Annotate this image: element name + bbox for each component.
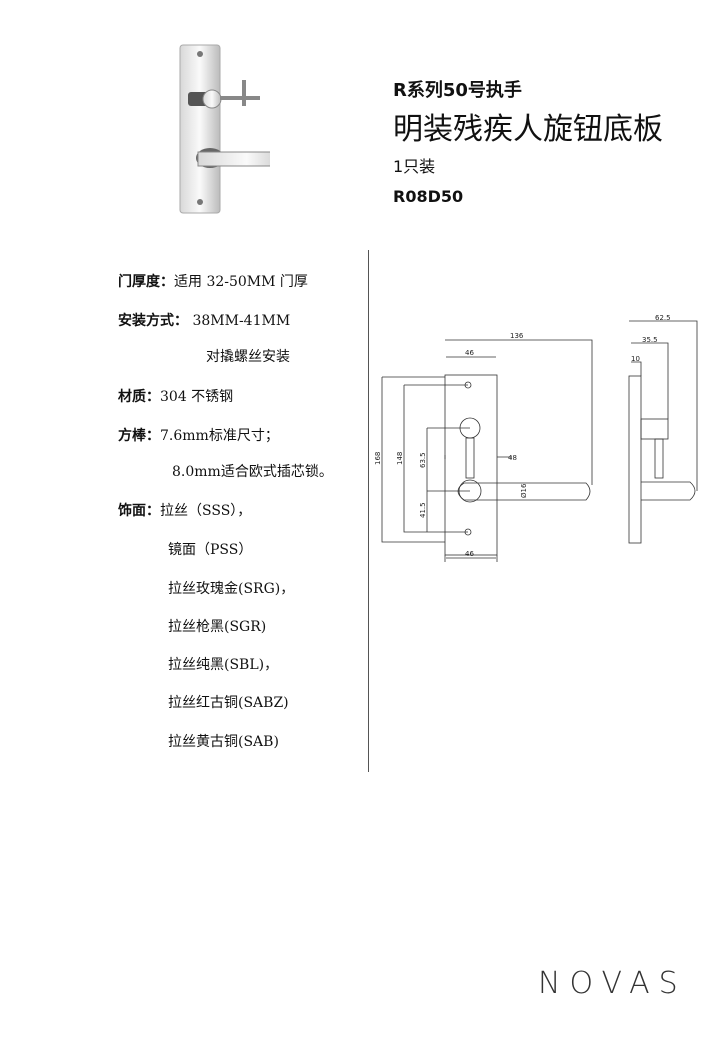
pack-quantity: 1只装 (393, 157, 436, 176)
spec-row: 材质：304 不锈钢 (118, 386, 233, 406)
spec-label: 方棒： (118, 428, 160, 444)
product-code: R08D50 (393, 187, 464, 206)
spec-label: 门厚度： (118, 274, 174, 290)
spec-value: 38MM-41MM (192, 313, 291, 329)
dim-148: 148 (396, 452, 404, 465)
divider (368, 250, 369, 772)
spec-row: 方棒：7.6mm标准尺寸； (118, 425, 279, 445)
spec-row: 8.0mm适合欧式插芯锁。 (172, 464, 333, 480)
dim-46-bottom: 46 (465, 550, 474, 558)
side-view (628, 320, 698, 544)
product-series: R系列50号执手 (393, 80, 522, 101)
dim-41-5: 41.5 (419, 502, 427, 518)
spec-label: 材质： (118, 389, 160, 405)
spec-value: 304 不锈钢 (160, 389, 234, 405)
dim-136: 136 (510, 332, 524, 340)
finish-item: 拉丝黄古铜(SAB) (168, 734, 279, 750)
spec-value: 7.6mm标准尺寸； (160, 428, 279, 444)
finish-item: 拉丝枪黑(SGR) (168, 619, 267, 635)
spec-value: 适用 32-50MM 门厚 (174, 274, 308, 290)
spec-row: 安装方式： 38MM-41MM (118, 310, 290, 330)
dim-35-5: 35.5 (642, 336, 658, 344)
dim-168: 168 (374, 452, 382, 465)
finish-item: 拉丝纯黑(SBL)， (168, 657, 279, 673)
spec-value: 拉丝（SSS）， (160, 503, 252, 519)
dim-10: 10 (631, 355, 640, 363)
spec-label: 饰面： (118, 503, 160, 519)
spec-row: 饰面：拉丝（SSS）， (118, 500, 251, 520)
dim-16-diameter: Ø16 (520, 483, 528, 498)
spec-row: 门厚度：适用 32-50MM 门厚 (118, 271, 308, 291)
finish-item: 镜面（PSS） (168, 542, 253, 558)
dim-46-top: 46 (465, 349, 474, 357)
front-view (381, 339, 593, 562)
finish-item: 拉丝红古铜(SABZ) (168, 695, 289, 711)
product-name: 明装残疾人旋钮底板 (393, 112, 663, 147)
dim-63-5: 63.5 (419, 452, 427, 468)
dim-62-5: 62.5 (655, 314, 671, 322)
brand-logo: NOVAS (538, 966, 687, 1001)
spec-row: 对撬螺丝安装 (206, 349, 290, 365)
dim-48: 48 (508, 454, 517, 462)
product-image (179, 44, 270, 214)
spec-label: 安装方式： (118, 313, 188, 329)
finish-item: 拉丝玫瑰金(SRG)， (168, 581, 295, 597)
